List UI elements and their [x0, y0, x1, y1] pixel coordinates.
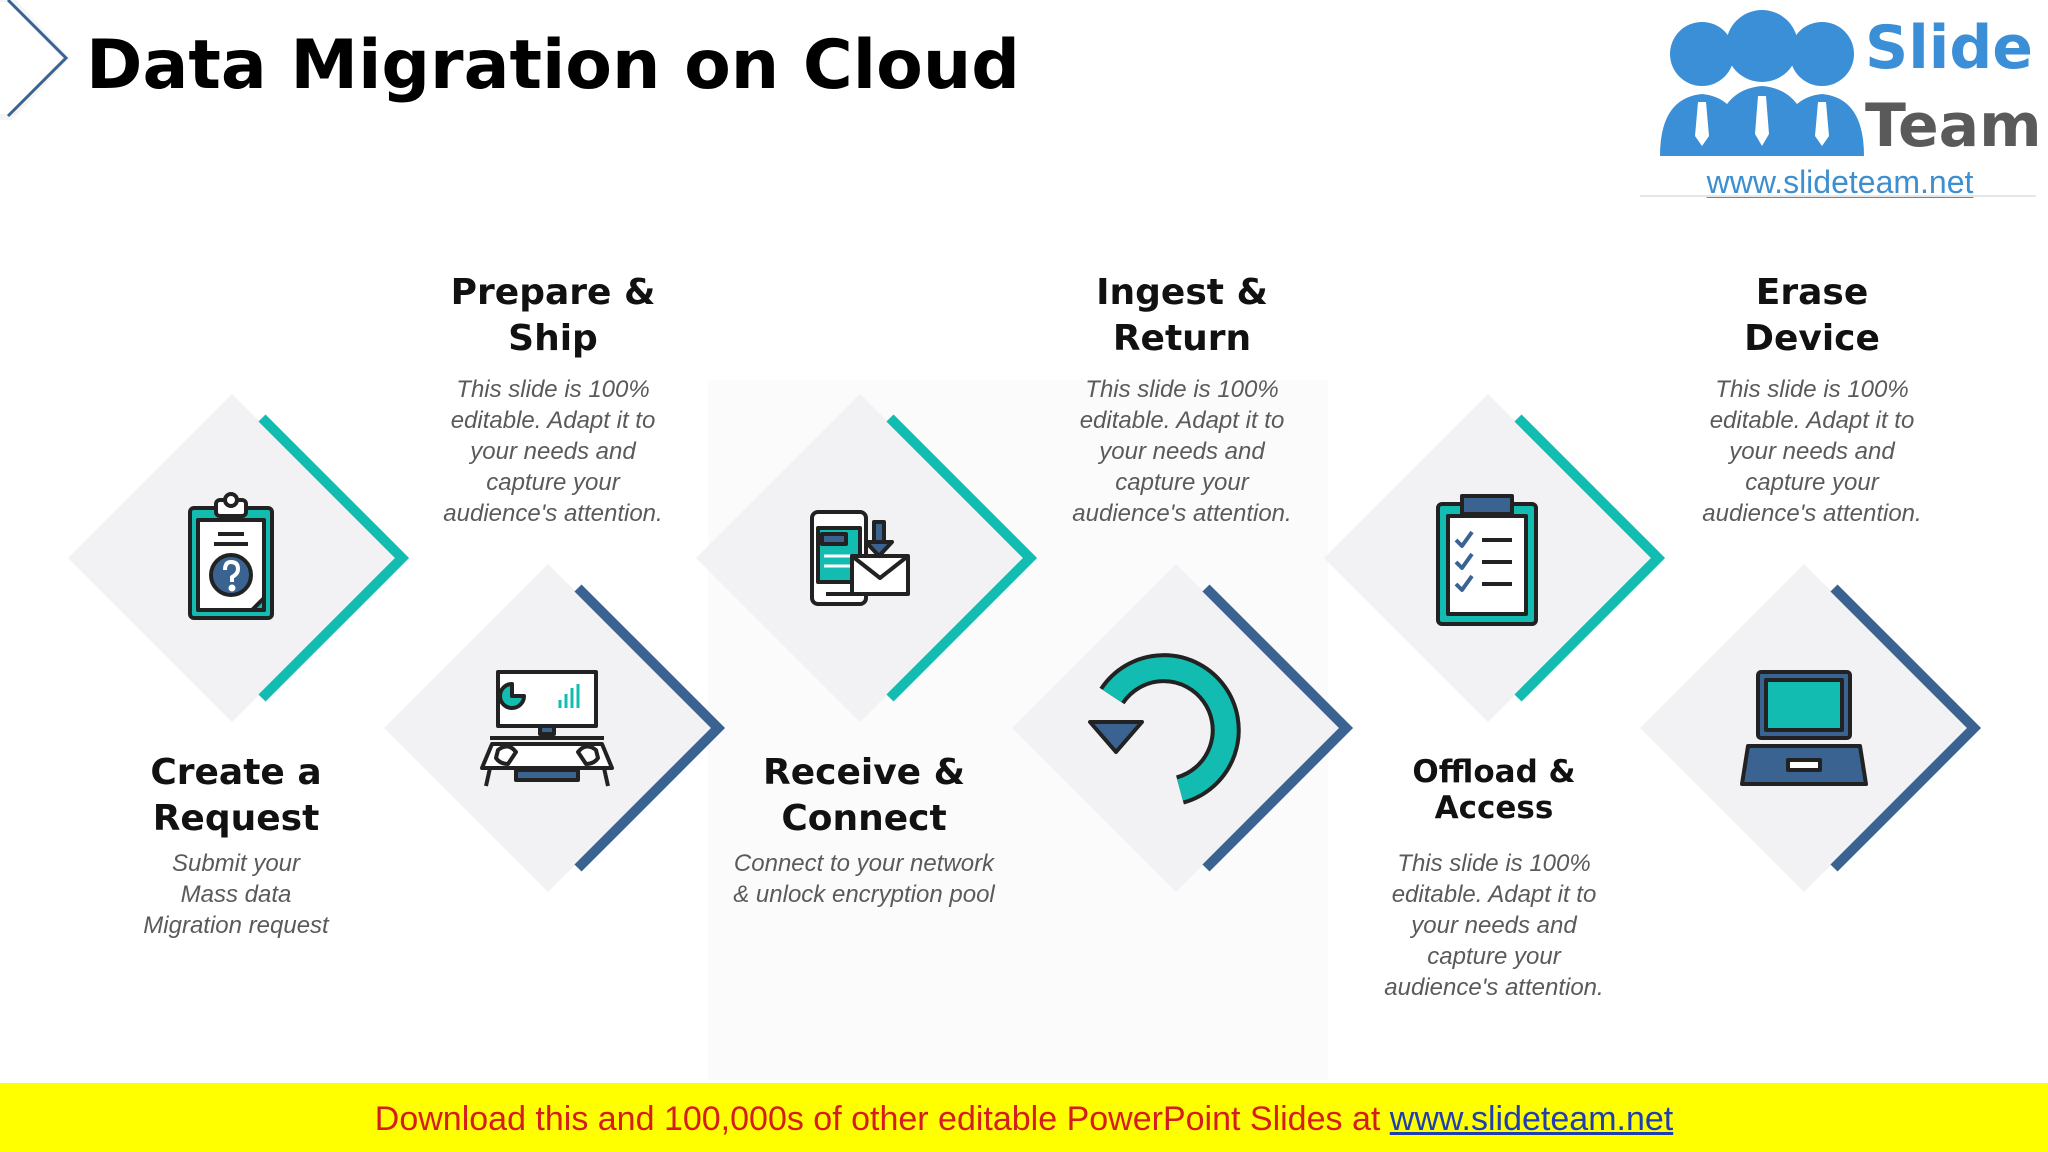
- step-5-description: This slide is 100% editable. Adapt it to…: [1384, 850, 1604, 1001]
- download-banner: Download this and 100,000s of other edit…: [0, 1083, 2048, 1152]
- step-3-chevron: [886, 414, 1038, 702]
- banner-link[interactable]: www.slideteam.net: [1389, 1100, 1674, 1138]
- step-1-title: Create a Request: [150, 752, 322, 839]
- phone-mail-download-icon: [810, 510, 910, 606]
- step-5-title: Offload & Access: [1412, 754, 1576, 826]
- banner-text: Download this and 100,000s of other edit…: [0, 1099, 2048, 1139]
- logo-word-slide: Slide: [1865, 13, 2033, 83]
- laptop-icon: [1740, 670, 1868, 786]
- logo-divider: [1640, 195, 2036, 197]
- step-2-description: This slide is 100% editable. Adapt it to…: [443, 376, 663, 527]
- step-1-description: Submit your Mass data Migration request: [143, 850, 329, 939]
- step-3-description: Connect to your network & unlock encrypt…: [733, 850, 995, 908]
- refresh-arrow-icon: [1088, 653, 1241, 805]
- step-4-chevron: [1202, 584, 1354, 872]
- slideteam-logo: Slide Team: [1660, 10, 2040, 161]
- step-2-chevron: [574, 584, 726, 872]
- step-4-description: This slide is 100% editable. Adapt it to…: [1072, 376, 1292, 527]
- step-3-title: Receive & Connect: [762, 752, 966, 839]
- step-5-chevron: [1514, 414, 1666, 702]
- clipboard-question-icon: [188, 492, 274, 620]
- step-6-chevron: [1830, 584, 1982, 872]
- computer-workstation-icon: [480, 670, 614, 787]
- step-4-diamond: [1012, 564, 1340, 892]
- step-2-title: Prepare & Ship: [450, 272, 656, 359]
- step-1-chevron: [258, 414, 410, 702]
- banner-message: Download this and 100,000s of other edit…: [374, 1100, 1381, 1138]
- step-6-title: Erase Device: [1744, 272, 1880, 359]
- logo-word-team: Team: [1865, 91, 2040, 161]
- logo-url-link[interactable]: www.slideteam.net: [1706, 164, 1974, 200]
- checklist-clipboard-icon: [1436, 494, 1538, 626]
- page-title: Data Migration on Cloud: [86, 26, 1020, 105]
- step-6-description: This slide is 100% editable. Adapt it to…: [1702, 376, 1922, 527]
- corner-chevron-icon: [0, 0, 70, 120]
- step-4-title: Ingest & Return: [1096, 272, 1268, 359]
